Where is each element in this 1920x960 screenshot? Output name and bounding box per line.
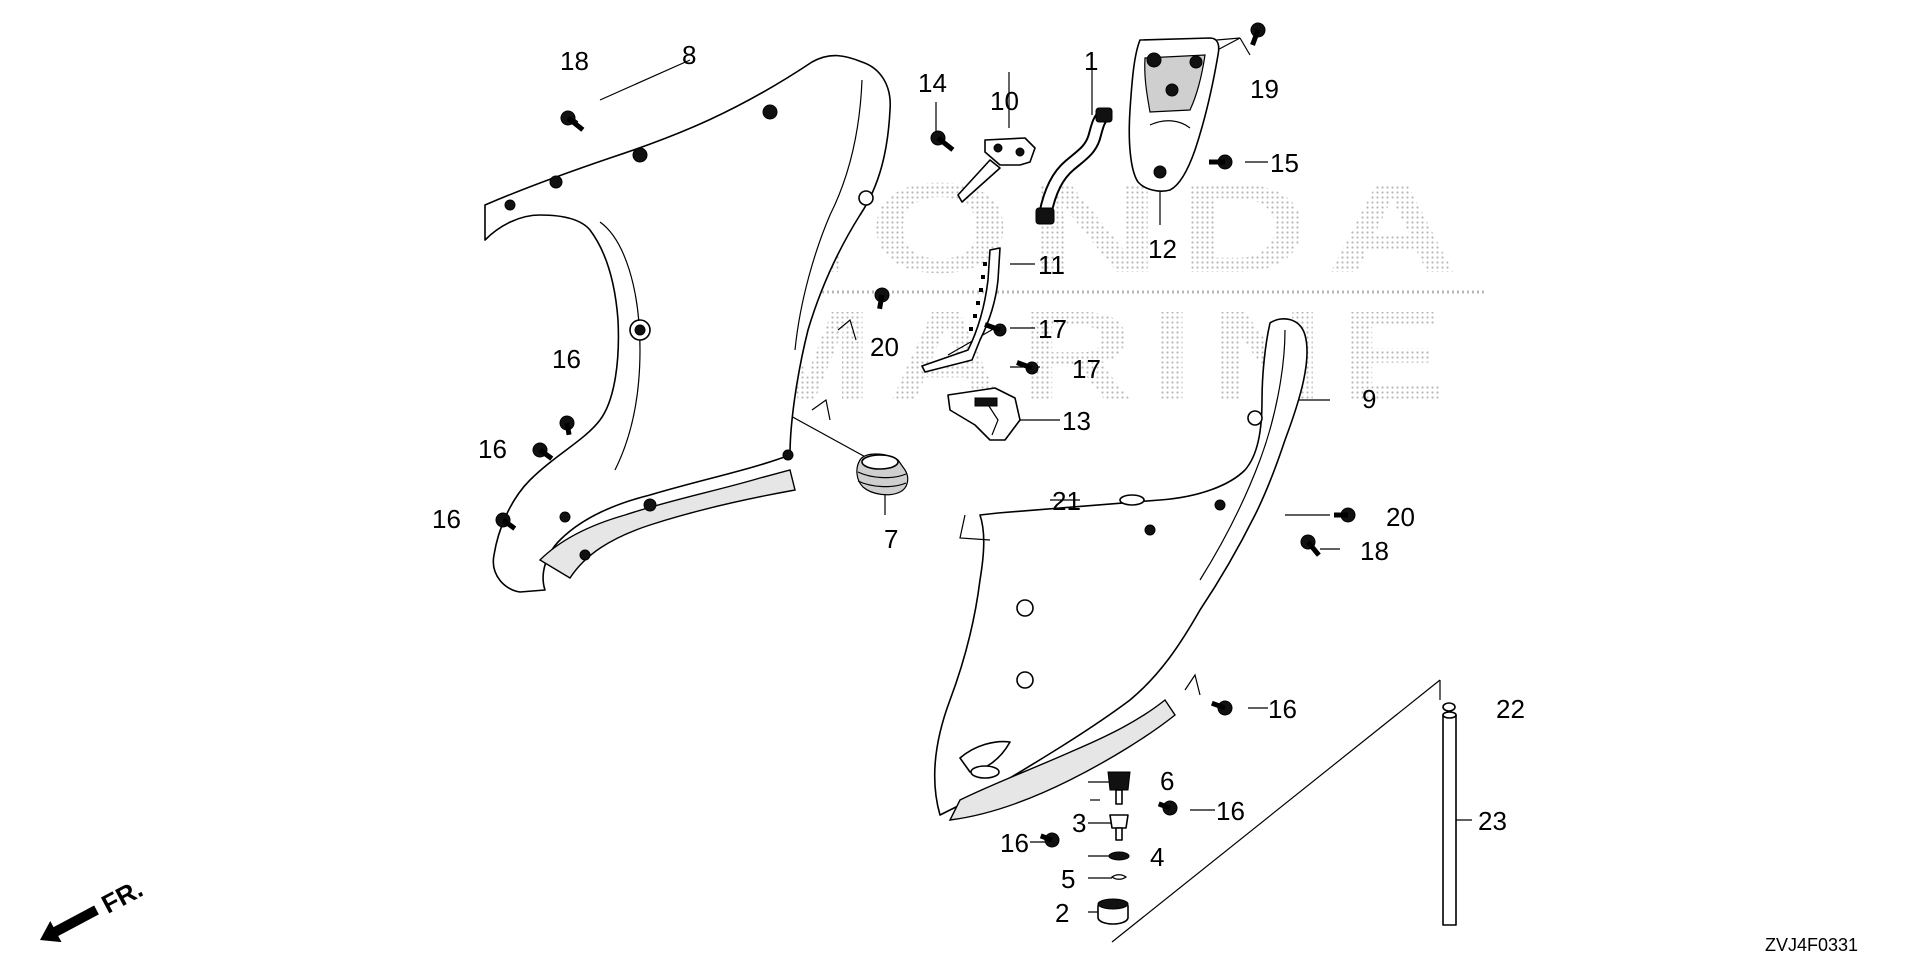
callout-16e: 16 <box>1216 796 1245 826</box>
callout-5: 5 <box>1061 864 1075 894</box>
part-9-right-cover <box>934 318 1308 821</box>
callout-labels: 1 2 3 4 5 6 7 8 9 10 11 12 13 14 15 16 1… <box>432 40 1525 928</box>
callout-11: 11 <box>1038 250 1065 280</box>
callout-16c: 16 <box>432 504 461 534</box>
callout-8: 8 <box>682 40 696 70</box>
bolt-19 <box>1250 22 1266 46</box>
part-6-screw <box>1107 771 1131 805</box>
callout-19: 19 <box>1250 74 1279 104</box>
callout-16d: 16 <box>1268 694 1297 724</box>
callout-10: 10 <box>990 86 1019 116</box>
callout-22: 22 <box>1496 694 1525 724</box>
bolt-17b <box>1016 360 1039 375</box>
callout-17a: 17 <box>1038 314 1067 344</box>
watermark: HONDA MARINE <box>712 157 1485 428</box>
callout-20b: 20 <box>1386 502 1415 532</box>
bolt-17a <box>984 322 1007 337</box>
part-12-panel <box>1128 37 1220 192</box>
bolt-16e <box>1157 800 1178 816</box>
callout-21: 21 <box>1052 486 1081 516</box>
bolt-16c <box>495 512 517 531</box>
watermark-marine: MARINE <box>740 285 1460 428</box>
bolt-18-top <box>560 110 585 132</box>
part-10-bracket <box>957 137 1036 203</box>
part-7-grommet <box>856 453 909 496</box>
callout-23: 23 <box>1478 806 1507 836</box>
bolt-14 <box>930 130 955 152</box>
part-13-holder <box>947 387 1021 441</box>
callout-1: 1 <box>1084 46 1098 76</box>
part-4-washer <box>1108 851 1130 861</box>
callout-16a: 16 <box>552 344 581 374</box>
callout-20a: 20 <box>870 332 899 362</box>
callout-6: 6 <box>1160 766 1174 796</box>
callout-16f: 16 <box>1000 828 1029 858</box>
front-arrow: FR. <box>40 873 148 943</box>
callout-18a: 18 <box>560 46 589 76</box>
diagram-code: ZVJ4F0331 <box>1765 935 1858 955</box>
callout-3: 3 <box>1072 808 1086 838</box>
callout-2: 2 <box>1055 898 1069 928</box>
callout-12: 12 <box>1148 234 1177 264</box>
callout-4: 4 <box>1150 842 1164 872</box>
front-label: FR. <box>97 873 148 919</box>
part-1-hose <box>1035 107 1113 225</box>
callout-16b: 16 <box>478 434 507 464</box>
part-23-rod <box>1442 711 1457 926</box>
bolt-16f <box>1039 832 1060 848</box>
callout-13: 13 <box>1062 406 1091 436</box>
bolt-15 <box>1209 154 1233 170</box>
callout-18b: 18 <box>1360 536 1389 566</box>
bolt-20-right <box>1334 507 1356 523</box>
callout-17b: 17 <box>1072 354 1101 384</box>
bolt-16d <box>1210 700 1233 716</box>
part-5-clip <box>1110 874 1128 880</box>
part-21-grommet <box>1119 494 1145 506</box>
part-3-stud <box>1109 814 1129 841</box>
bolt-16a <box>559 415 575 436</box>
callout-9: 9 <box>1362 384 1376 414</box>
part-2-cap <box>1097 898 1129 925</box>
part-8-left-cover <box>484 54 891 593</box>
callout-7: 7 <box>884 524 898 554</box>
callout-15: 15 <box>1270 148 1299 178</box>
bolt-18-right <box>1300 534 1321 557</box>
arrow-left-icon <box>40 905 99 943</box>
part-22-clip <box>1442 702 1456 712</box>
bolt-20-top <box>874 287 890 310</box>
part-11-band <box>921 247 1001 373</box>
bolt-16b <box>532 442 554 461</box>
callout-14: 14 <box>918 68 947 98</box>
bolts <box>495 22 1356 848</box>
